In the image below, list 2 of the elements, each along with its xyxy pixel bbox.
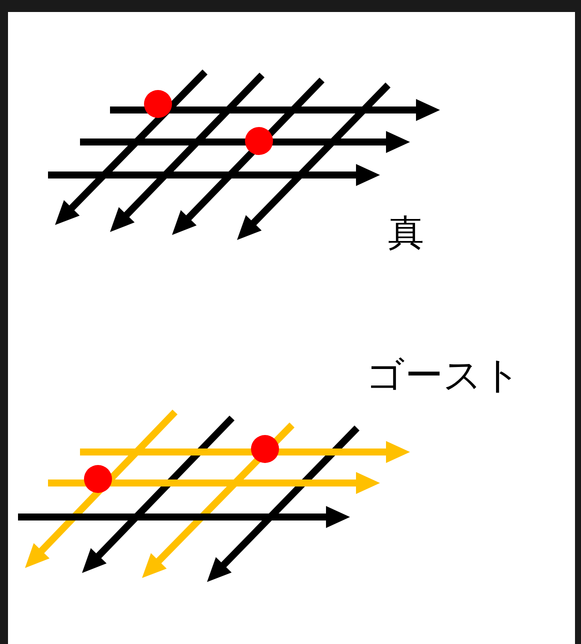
text-label: ゴースト bbox=[366, 356, 521, 394]
text-label: 真 bbox=[388, 216, 424, 252]
